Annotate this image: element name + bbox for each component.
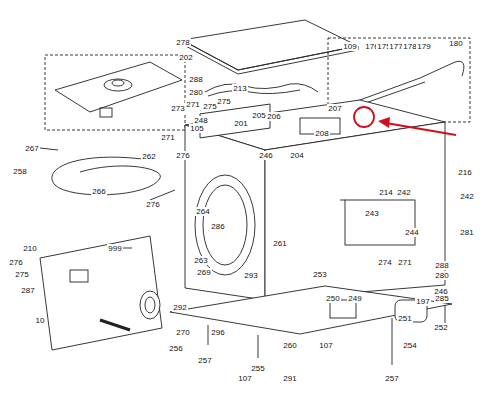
callout-number: 206: [266, 112, 281, 121]
knob: [145, 297, 155, 313]
callout-number: 250: [325, 294, 340, 303]
callout-number: 246: [258, 151, 273, 160]
inset-panel: [55, 62, 182, 112]
callout-number: 179: [416, 42, 431, 51]
leader-arrow: [100, 320, 130, 330]
callout-number: 109: [342, 42, 357, 51]
callout-number: 280: [188, 88, 203, 97]
callout-number: 288: [188, 75, 203, 84]
wire-harness: [208, 90, 300, 96]
callout-number: 252: [433, 323, 448, 332]
callout-number: 201: [233, 119, 248, 128]
callout-number: 276: [175, 151, 190, 160]
callout-number: 258: [12, 167, 27, 176]
callout-number: 254: [402, 341, 417, 350]
callout-number: 292: [172, 303, 187, 312]
callout-number: 256: [168, 344, 183, 353]
callout-number: 107: [318, 341, 333, 350]
callout-number: 273: [170, 104, 185, 113]
callout-number: 210: [22, 244, 37, 253]
inset-part: [104, 79, 132, 91]
door-gasket: [203, 185, 247, 265]
foot: [258, 335, 259, 358]
front-panel: [40, 236, 162, 350]
callout-number: 271: [160, 133, 175, 142]
pump-bracket: [330, 300, 356, 318]
callout-number: 242: [396, 188, 411, 197]
callout-number: 288: [434, 261, 449, 270]
callout-number: 105: [189, 124, 204, 133]
callout-number: 244: [404, 228, 419, 237]
callout-number: 107: [237, 374, 252, 383]
callout-number: 207: [327, 104, 342, 113]
callout-number: 243: [364, 209, 379, 218]
knob: [140, 291, 160, 319]
callout-number: 260: [282, 341, 297, 350]
callout-number: 257: [384, 374, 399, 383]
callout-number: 278: [175, 38, 190, 47]
callout-number: 261: [272, 239, 287, 248]
callout-number: 208: [314, 129, 329, 138]
leader: [150, 190, 175, 200]
callout-number: 262: [141, 152, 156, 161]
callout-number: 280: [434, 271, 449, 280]
callout-number: 271: [185, 100, 200, 109]
highlight-arrow: [386, 123, 456, 135]
callout-number: 10: [35, 316, 46, 325]
callout-number: 281: [459, 228, 474, 237]
callout-number: 267: [24, 144, 39, 153]
inset-clip: [100, 108, 112, 117]
callout-number: 270: [175, 328, 190, 337]
highlight-arrowhead: [378, 117, 390, 128]
tub-window: [345, 200, 415, 245]
callout-number: 271: [397, 258, 412, 267]
callout-number: 213: [232, 84, 247, 93]
cabinet-front: [185, 125, 265, 300]
foot: [392, 318, 393, 365]
callout-number: 251: [397, 314, 412, 323]
callout-number: 214: [378, 188, 393, 197]
callout-number: 275: [14, 270, 29, 279]
callout-number: 180: [448, 39, 463, 48]
callout-number: 204: [289, 151, 304, 160]
callout-number: 296: [210, 328, 225, 337]
callout-number: 293: [243, 271, 258, 280]
inset-part: [112, 80, 124, 86]
callout-number: 266: [91, 187, 106, 196]
callout-number: 276: [145, 200, 160, 209]
callout-number: 242: [459, 192, 474, 201]
callout-number: 257: [197, 356, 212, 365]
callout-number: 264: [195, 207, 210, 216]
highlight-circle: [354, 107, 374, 127]
callout-number: 202: [178, 53, 193, 62]
top-cover-edge: [182, 40, 358, 74]
callout-number: 274: [377, 258, 392, 267]
callout-number: 269: [196, 268, 211, 277]
foot: [208, 325, 209, 345]
inset-frame: [45, 55, 185, 130]
callout-number: 286: [210, 222, 225, 231]
button: [70, 270, 88, 282]
wire-harness: [205, 84, 318, 92]
leader: [340, 200, 345, 201]
callout-number: 285: [434, 294, 449, 303]
callout-number: 263: [193, 256, 208, 265]
callout-number: 255: [250, 364, 265, 373]
top-cover: [182, 20, 358, 70]
callout-number: 275: [216, 97, 231, 106]
callout-number: 276: [8, 258, 23, 267]
callout-number: 253: [312, 270, 327, 279]
callout-number: 205: [251, 111, 266, 120]
clamp: [40, 148, 58, 150]
drain-hose: [52, 157, 161, 195]
callout-number: 999: [107, 244, 122, 253]
callout-number: 249: [347, 294, 362, 303]
callout-number: 216: [457, 168, 472, 177]
callout-number: 287: [20, 286, 35, 295]
cabinet-side: [265, 122, 445, 300]
callout-number: 197: [415, 297, 430, 306]
callout-number: 291: [282, 374, 297, 383]
